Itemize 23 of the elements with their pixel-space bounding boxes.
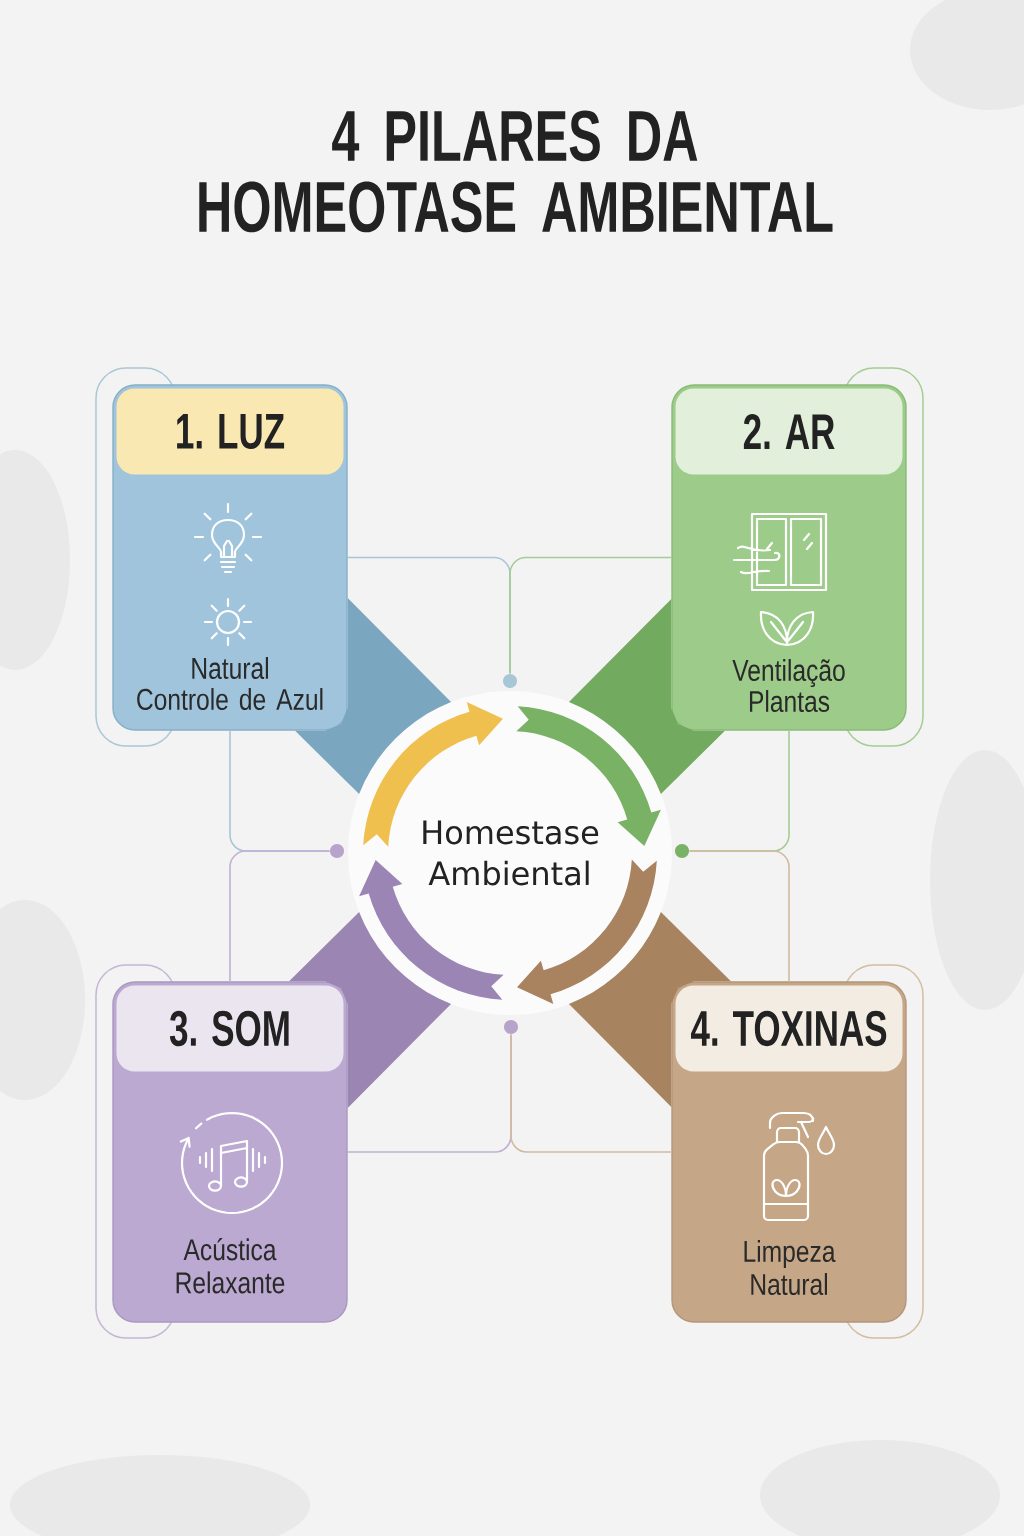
title: 4 PILARES DA HOMEOTASE AMBIENTAL (199, 110, 833, 233)
connector-line (229, 850, 331, 983)
card-heading: 2. AR (675, 388, 903, 475)
connector-line (510, 1033, 673, 1153)
connector-band (568, 911, 731, 1107)
connector-band (295, 598, 452, 795)
connector-dot (675, 844, 689, 858)
card-text: Plantas (750, 690, 830, 713)
connector-dot (503, 674, 517, 688)
card-text: Acústica Relaxante (176, 1238, 285, 1294)
connector-line (688, 850, 790, 983)
card-text: Ventilação (732, 659, 845, 688)
card-text: Controle de Azul (137, 688, 323, 711)
card-heading: 4. TOXINAS (675, 985, 903, 1072)
connector-dot (504, 1020, 518, 1034)
card-heading: 3. SOM (116, 985, 344, 1072)
connector-dot (330, 844, 344, 858)
connector-band (568, 599, 725, 795)
connector-line (509, 556, 673, 675)
card-text: Limpeza Natural (744, 1240, 836, 1296)
connector-band (289, 911, 452, 1108)
card-text: Natural (192, 657, 268, 680)
card-heading: 1. LUZ (116, 388, 344, 475)
